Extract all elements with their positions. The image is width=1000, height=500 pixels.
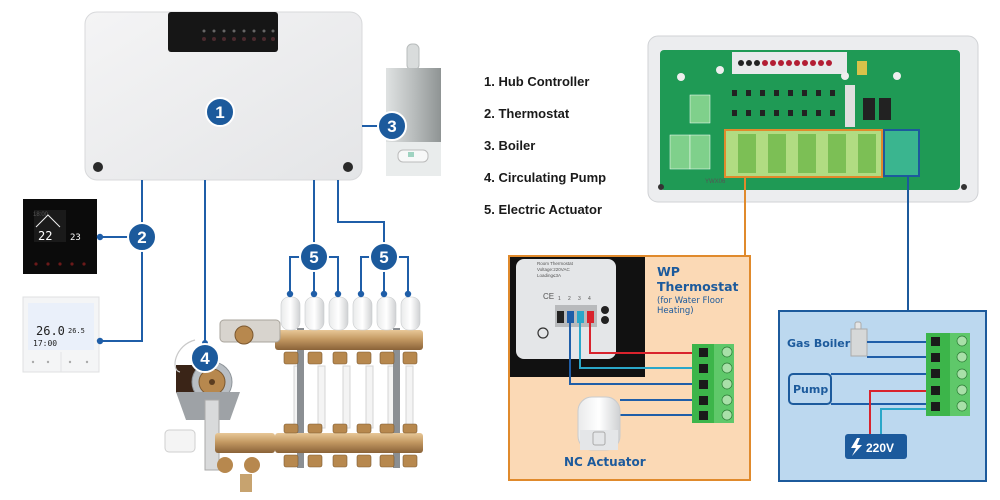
wire-blue bbox=[569, 323, 703, 385]
device-label-line3: Loading≤3A bbox=[537, 273, 561, 278]
wp-title-line2: Thermostat bbox=[657, 279, 739, 294]
thermostat-white: 26.0 26.5 17:00 bbox=[22, 296, 100, 373]
terminal-number: 3 bbox=[578, 296, 581, 302]
legend-item-thermostat: 2. Thermostat bbox=[484, 106, 570, 121]
terminal-number: 1 bbox=[558, 296, 561, 302]
badge-actuator-right-number: 5 bbox=[379, 248, 388, 267]
badge-thermostat-number: 2 bbox=[137, 228, 146, 247]
power-label: 220V bbox=[866, 441, 894, 455]
legend-item-hub-controller: 1. Hub Controller bbox=[484, 74, 590, 89]
screw-icon bbox=[343, 162, 353, 172]
device-label-line1: Room Thermostat bbox=[537, 261, 574, 266]
circulating-pump bbox=[164, 319, 281, 492]
wire-actuators-to-hub bbox=[289, 180, 409, 292]
wire-cyan bbox=[579, 323, 703, 369]
wp-title-line1: WP bbox=[657, 264, 680, 279]
thermostat-black-set-temp: 23 bbox=[70, 233, 81, 243]
nc-actuator-label: NC Actuator bbox=[564, 455, 646, 469]
actuator bbox=[280, 296, 301, 331]
actuator bbox=[304, 296, 325, 331]
power-220v-badge: 220V bbox=[845, 434, 907, 459]
nc-actuator-icon bbox=[577, 396, 621, 451]
wire-red bbox=[589, 323, 703, 354]
legend-item-electric-actuator: 5. Electric Actuator bbox=[484, 202, 603, 217]
actuator bbox=[352, 296, 373, 331]
power-terminal-block-highlight bbox=[883, 129, 920, 177]
thermostat-white-room-temp: 26.0 bbox=[36, 324, 65, 338]
boiler-pump-panel: Gas Boiler Pump bbox=[778, 310, 987, 482]
badge-actuator-left: 5 bbox=[299, 242, 329, 272]
hub-controller bbox=[84, 11, 363, 181]
terminal-block-power bbox=[926, 333, 970, 416]
thermostat-black: 18:00 22 23 bbox=[23, 199, 97, 274]
wire-thermostats-to-hub bbox=[100, 180, 143, 342]
badge-actuator-left-number: 5 bbox=[309, 248, 318, 267]
pump-label: Pump bbox=[793, 383, 828, 396]
thermostat-black-room-temp: 22 bbox=[38, 229, 52, 243]
thermostat-white-set-temp: 26.5 bbox=[68, 327, 85, 335]
wp-subtitle-line1: (for Water Floor bbox=[657, 296, 724, 306]
badge-hub-number: 1 bbox=[215, 103, 224, 122]
manifold bbox=[164, 296, 423, 492]
boiler bbox=[386, 43, 441, 176]
pump-box bbox=[788, 373, 832, 405]
thermostat-white-time: 17:00 bbox=[33, 339, 57, 348]
legend-item-boiler: 3. Boiler bbox=[484, 138, 536, 153]
actuator bbox=[328, 296, 349, 331]
wp-subtitle-line2: Heating) bbox=[657, 306, 694, 316]
pcb-board: YWX06 bbox=[647, 35, 979, 203]
wire-red bbox=[869, 390, 935, 434]
device-label-line2: Voltage:220VAC bbox=[537, 267, 570, 272]
badge-boiler-number: 3 bbox=[387, 117, 396, 136]
actuator bbox=[400, 296, 421, 331]
thermostat-black-time: 18:00 bbox=[33, 212, 49, 218]
board-model-text: YWX06 bbox=[705, 179, 726, 185]
actuator-group bbox=[280, 296, 421, 331]
terminal-number: 4 bbox=[588, 296, 591, 302]
legend-item-circulating-pump: 4. Circulating Pump bbox=[484, 170, 607, 185]
gas-boiler-label: Gas Boiler bbox=[787, 337, 851, 350]
badge-thermostat: 2 bbox=[127, 222, 157, 252]
badge-pump-number: 4 bbox=[200, 349, 210, 368]
badge-actuator-right: 5 bbox=[369, 242, 399, 272]
wire-cyan bbox=[880, 408, 935, 434]
badge-boiler: 3 bbox=[377, 111, 407, 141]
component-legend: 1. Hub Controller 2. Thermostat 3. Boile… bbox=[484, 72, 606, 232]
actuator bbox=[376, 296, 397, 331]
wp-thermostat-panel: Room Thermostat Voltage:220VAC Loading≤3… bbox=[508, 255, 751, 481]
screw-icon bbox=[93, 162, 103, 172]
lightning-icon bbox=[851, 438, 862, 456]
terminal-block-wp bbox=[692, 344, 734, 423]
badge-pump: 4 bbox=[190, 343, 220, 373]
svg-text:CE: CE bbox=[543, 292, 554, 301]
gas-boiler-icon bbox=[850, 321, 868, 357]
terminal-number: 2 bbox=[568, 296, 571, 302]
hub-led-row bbox=[202, 29, 275, 33]
badge-hub: 1 bbox=[205, 97, 235, 127]
